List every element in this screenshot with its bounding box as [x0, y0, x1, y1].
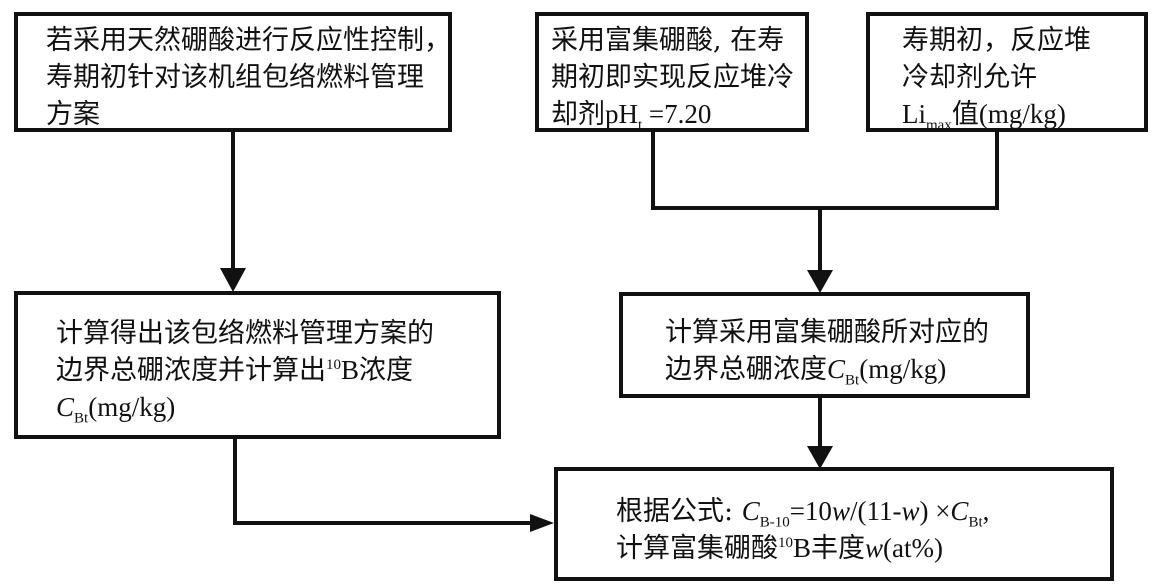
arrow-envelope-to-formula — [233, 437, 532, 525]
node-natural-boric-acid: 若采用天然硼酸进行反应性控制， 寿期初针对该机组包络燃料管理 方案 — [14, 12, 452, 132]
isotope-superscript: 10 — [778, 535, 793, 551]
isotope-superscript: 10 — [326, 357, 341, 373]
node-text-line: 若采用天然硼酸进行反应性控制， — [46, 25, 451, 56]
unit-label: (at%) — [883, 533, 943, 563]
node-calc-enriched-boron: 计算采用富集硼酸所对应的 边界总硼浓度CBt(mg/kg) — [619, 292, 1030, 398]
formula-variable: w — [831, 496, 850, 526]
text-fragment: 边界总硼浓度并计算出 — [56, 355, 326, 386]
node-text-line: Limax值(mg/kg) — [902, 96, 1144, 133]
node-text-line: 寿期初针对该机组包络燃料管理 — [46, 62, 424, 93]
formula-variable: w — [865, 533, 884, 563]
formula-part: /(11- — [849, 496, 902, 526]
node-text-line: 冷却剂允许 — [902, 62, 1037, 93]
li-subscript: max — [926, 117, 952, 134]
arrowhead-enriched-to-formula — [807, 446, 833, 469]
unit-label: (mg/kg) — [88, 392, 176, 422]
text-fragment: 浓度 — [359, 355, 414, 386]
arrowhead-natural-to-envelope — [220, 268, 246, 292]
formula-part: =10 — [789, 496, 832, 526]
ph-symbol: pH — [605, 99, 638, 129]
boron-symbol: B — [341, 355, 360, 385]
formula-subscript: Bt — [968, 514, 983, 531]
arrowhead-join-to-enriched — [807, 270, 833, 293]
li-symbol: Li — [902, 99, 926, 129]
node-text-line: CBt(mg/kg) — [56, 389, 497, 426]
concentration-symbol: C — [827, 354, 846, 384]
formula-symbol: C — [741, 496, 760, 526]
text-fragment: 边界总硼浓度 — [665, 354, 827, 385]
concentration-symbol: C — [56, 392, 75, 422]
ph-subscript: t — [638, 117, 643, 134]
node-text-line: 计算采用富集硼酸所对应的 — [665, 317, 989, 348]
boron-symbol: B — [793, 533, 812, 563]
join-line — [651, 130, 999, 210]
node-formula-abundance: 根据公式: CB-10=10w/(11-w) ×CBt, 计算富集硼酸10B丰度… — [554, 467, 1114, 581]
text-fragment: 值 — [951, 99, 979, 130]
text-fragment: 丰度 — [811, 533, 866, 564]
arrowhead-envelope-to-formula — [530, 514, 554, 532]
node-text-line: 期初即实现反应堆冷 — [551, 62, 794, 93]
node-calc-envelope-boron: 计算得出该包络燃料管理方案的 边界总硼浓度并计算出10B浓度 CBt(mg/kg… — [14, 291, 501, 439]
node-li-max: 寿期初，反应堆 冷却剂允许 Limax值(mg/kg) — [866, 12, 1148, 133]
text-fragment: 根据公式: — [616, 496, 742, 527]
node-text-line: 根据公式: CB-10=10w/(11-w) ×CBt, — [616, 493, 1110, 530]
formula-symbol: C — [950, 496, 969, 526]
formula-part: ) × — [919, 496, 951, 526]
text-fragment: 计算富集硼酸 — [616, 533, 778, 564]
node-text-line: 边界总硼浓度并计算出10B浓度 — [56, 352, 497, 389]
unit-label: (mg/kg) — [859, 354, 947, 384]
node-text-line: 采用富集硼酸, 在寿 — [551, 25, 785, 56]
formula-part: , — [982, 496, 990, 526]
text-fragment: 却剂 — [551, 99, 605, 130]
node-text-line: 计算得出该包络燃料管理方案的 — [56, 318, 434, 349]
node-enriched-ph: 采用富集硼酸, 在寿 期初即实现反应堆冷 却剂pHt =7.20 — [535, 12, 809, 133]
node-text-line: 寿期初，反应堆 — [902, 25, 1091, 56]
ph-value: =7.20 — [642, 99, 712, 129]
concentration-subscript: Bt — [74, 410, 89, 427]
node-text-line: 计算富集硼酸10B丰度w(at%) — [616, 530, 1110, 567]
unit-label: (mg/kg) — [978, 99, 1066, 129]
node-text-line: 却剂pHt =7.20 — [551, 96, 805, 133]
formula-variable: w — [901, 496, 920, 526]
node-text-line: 方案 — [46, 99, 100, 130]
formula-subscript: B-10 — [759, 514, 790, 531]
concentration-subscript: Bt — [845, 372, 860, 389]
node-text-line: 边界总硼浓度CBt(mg/kg) — [665, 351, 1026, 388]
